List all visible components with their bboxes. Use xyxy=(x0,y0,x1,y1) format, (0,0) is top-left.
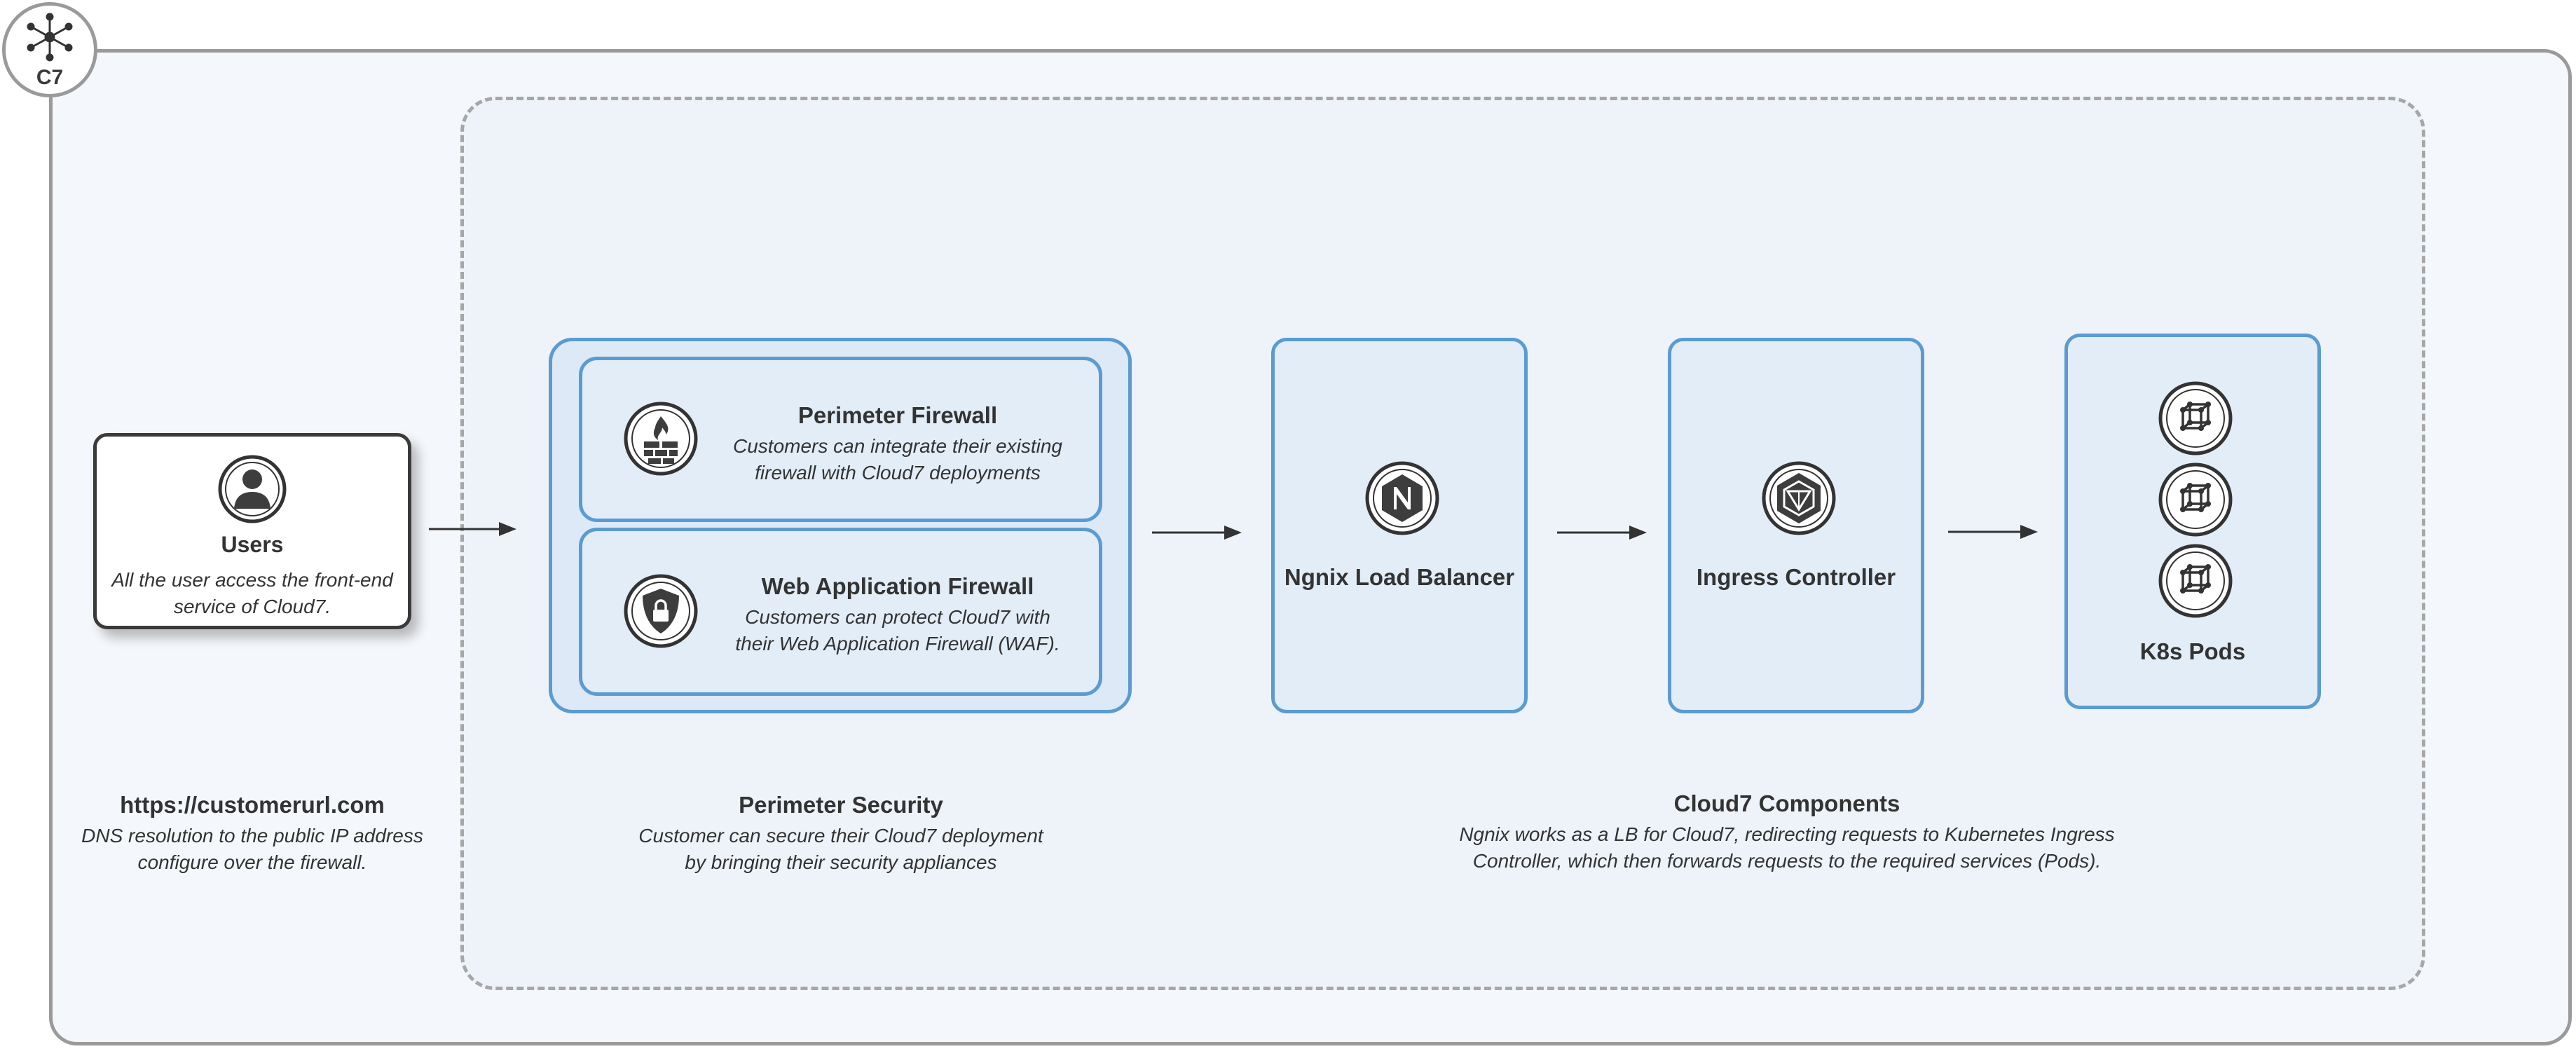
nginx-load-balancer-card: Ngnix Load Balancer xyxy=(1271,338,1528,713)
dns-caption: https://customerurl.com DNS resolution t… xyxy=(42,792,463,876)
c7-badge: C7 xyxy=(2,2,97,97)
cloud7-caption-line-2: Controller, which then forwards requests… xyxy=(1472,850,2102,872)
waf-title: Web Application Firewall xyxy=(761,573,1034,599)
pod-icon xyxy=(2158,544,2233,618)
user-icon xyxy=(218,455,287,523)
k8s-pods-card: K8s Pods xyxy=(2064,334,2321,709)
network-hub-icon xyxy=(27,13,73,62)
nginx-icon xyxy=(1365,461,1439,535)
arrow-perimeter-to-nginx xyxy=(1152,526,1242,540)
users-card: Users All the user access the front-end … xyxy=(93,433,411,629)
waf-description: Customers can protect Cloud7 with their … xyxy=(715,604,1080,657)
users-title: Users xyxy=(221,532,284,557)
users-description: All the user access the front-end servic… xyxy=(104,567,401,620)
pod-icon xyxy=(2158,462,2233,537)
arrow-users-to-perimeter xyxy=(429,522,516,536)
shield-lock-icon xyxy=(624,574,698,648)
perimeter-caption-line-2: by bringing their security appliances xyxy=(685,851,997,873)
waf-desc-line-2: their Web Application Firewall (WAF). xyxy=(735,633,1060,654)
nginx-label: Ngnix Load Balancer xyxy=(1284,564,1515,590)
pod-icon xyxy=(2158,381,2233,455)
badge-label: C7 xyxy=(36,66,64,89)
waf-desc-line-1: Customers can protect Cloud7 with xyxy=(745,606,1050,628)
ingress-icon xyxy=(1762,461,1836,535)
dns-caption-title: https://customerurl.com xyxy=(120,792,385,818)
cloud7-caption-title: Cloud7 Components xyxy=(1673,790,1900,816)
cloud7-caption-line-1: Ngnix works as a LB for Cloud7, redirect… xyxy=(1459,823,2115,845)
users-desc-line-2: service of Cloud7. xyxy=(173,596,331,617)
perimeter-firewall-title: Perimeter Firewall xyxy=(797,402,998,428)
ingress-controller-card: Ingress Controller xyxy=(1668,338,1924,713)
firewall-icon xyxy=(624,402,698,476)
k8s-pods-label: K8s Pods xyxy=(2139,638,2246,664)
perimeter-firewall-card: Perimeter Firewall Customers can integra… xyxy=(579,357,1102,522)
perimeter-firewall-description: Customers can integrate their existing f… xyxy=(715,433,1080,486)
users-desc-line-1: All the user access the front-end xyxy=(111,569,393,591)
arrow-ingress-to-pods xyxy=(1948,525,2038,539)
perimeter-firewall-desc-line-1: Customers can integrate their existing xyxy=(733,435,1062,457)
dns-caption-line-1: DNS resolution to the public IP address xyxy=(81,825,423,846)
perimeter-firewall-desc-line-2: firewall with Cloud7 deployments xyxy=(755,462,1041,484)
dns-caption-line-2: configure over the firewall. xyxy=(137,851,367,873)
waf-card: Web Application Firewall Customers can p… xyxy=(579,528,1102,696)
perimeter-caption-block: Perimeter Security Customer can secure t… xyxy=(596,792,1086,876)
ingress-label: Ingress Controller xyxy=(1696,564,1896,590)
perimeter-caption-title: Perimeter Security xyxy=(739,792,943,818)
cloud7-caption: Cloud7 Components Ngnix works as a LB fo… xyxy=(1416,790,2158,875)
perimeter-caption-line-1: Customer can secure their Cloud7 deploym… xyxy=(638,825,1043,846)
arrow-nginx-to-ingress xyxy=(1557,526,1647,540)
